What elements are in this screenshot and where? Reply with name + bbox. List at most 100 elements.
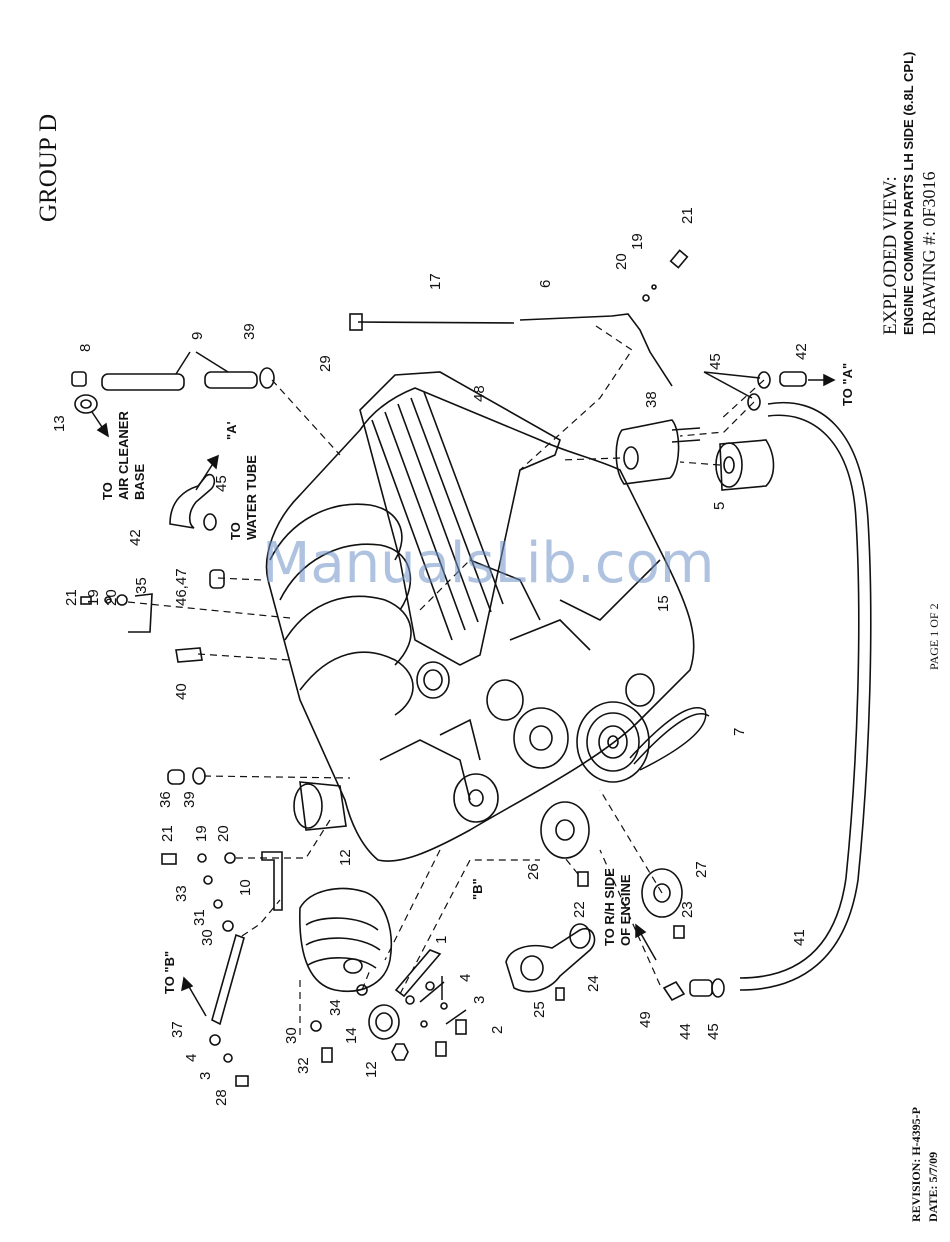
callout-17: 17: [427, 273, 444, 290]
hose-9b: [204, 371, 258, 389]
view-title: EXPLODED VIEW:: [880, 176, 901, 335]
callout-42-left: 42: [127, 529, 144, 546]
callout-49: 49: [637, 1011, 654, 1028]
tensioner-25: [505, 927, 596, 993]
dipstick-tube-6: [519, 313, 673, 387]
idler-pulley: [453, 773, 499, 823]
callout-12-nut: 12: [363, 1061, 380, 1078]
callout-38: 38: [643, 391, 660, 408]
callout-42-upper: 42: [793, 343, 810, 360]
to-water-tube-line1: TO: [228, 522, 243, 540]
callout-4-left: 4: [183, 1054, 200, 1062]
callout-25: 25: [531, 1001, 548, 1018]
callout-24: 24: [585, 975, 602, 992]
oil-filter-5: [719, 439, 775, 491]
bracket-10: [261, 851, 283, 911]
hose-42b: [169, 473, 216, 529]
callout-21-upper: 21: [679, 207, 696, 224]
fitting-44: [689, 979, 713, 997]
callout-15: 15: [655, 595, 672, 612]
callout-39-lower: 39: [181, 791, 198, 808]
page-number: PAGE 1 OF 2: [927, 603, 941, 670]
callout-41: 41: [791, 929, 808, 946]
to-rh-side-line2: OF ENGINE: [618, 874, 633, 946]
hose-42a: [779, 371, 807, 387]
valve-cover: [359, 371, 561, 666]
callout-28: 28: [213, 1089, 230, 1106]
callout-30-lower: 30: [283, 1027, 300, 1044]
to-a-label: TO "A": [840, 363, 855, 406]
view-subtitle: ENGINE COMMON PARTS LH SIDE (6.8L CPL): [901, 52, 916, 335]
callout-31: 31: [191, 909, 208, 926]
fitting-8: [71, 371, 87, 387]
annotation-labels: TO AIR CLEANER BASE TO WATER TUBE "A' TO…: [100, 363, 855, 994]
to-air-cleaner-line2: AIR CLEANER: [116, 411, 131, 500]
to-air-cleaner-line1: TO: [100, 482, 115, 500]
callout-14: 14: [343, 1027, 360, 1044]
callout-26: 26: [525, 863, 542, 880]
fitting-49: [662, 980, 686, 1002]
revision-date: DATE: 5/7/09: [926, 1152, 940, 1222]
callout-5: 5: [711, 502, 728, 510]
drawing-number: DRAWING #: 0F3016: [919, 171, 939, 335]
callout-3-right: 3: [471, 996, 488, 1004]
callout-21-lower: 21: [159, 825, 176, 842]
hose-41: [739, 401, 872, 991]
pulley-26: [540, 801, 590, 859]
idler-27: [641, 868, 683, 918]
callout-12-alternator: 12: [337, 849, 354, 866]
callout-27: 27: [693, 861, 710, 878]
callout-44: 44: [677, 1023, 694, 1040]
oil-filler-cap: [293, 783, 323, 829]
callout-45-left: 45: [213, 475, 230, 492]
reference-b: "B": [470, 878, 485, 900]
callout-13: 13: [51, 415, 68, 432]
watermark: ManualsLib.com: [262, 531, 714, 596]
callout-45-upper: 45: [707, 353, 724, 370]
to-water-tube-line2: WATER TUBE: [244, 455, 259, 540]
callout-20-lower: 20: [215, 825, 232, 842]
callout-23: 23: [679, 901, 696, 918]
callout-2: 2: [489, 1026, 506, 1034]
callout-36: 36: [157, 791, 174, 808]
callout-20-upper: 20: [613, 253, 630, 270]
revision: REVISION: H-4395-P: [909, 1107, 923, 1222]
callout-22: 22: [571, 901, 588, 918]
drive-belt: [629, 707, 710, 771]
callout-8: 8: [77, 344, 94, 352]
callout-45-lower: 45: [705, 1023, 722, 1040]
callout-9: 9: [189, 332, 206, 340]
part-46-47: [209, 569, 225, 589]
assembly-lines: [127, 325, 765, 1040]
callout-6: 6: [537, 280, 554, 288]
flow-arrows: [91, 351, 836, 1025]
callout-48: 48: [471, 385, 488, 402]
clamp-39b: [192, 767, 206, 785]
callout-19-upper: 19: [629, 233, 646, 250]
cap-36: [167, 769, 185, 785]
grommet-13: [74, 394, 98, 414]
part-callouts: 13 8 9 39 29 17 6 20 19 21 48 45 42 38 5…: [51, 207, 810, 1106]
bracket-1: [394, 949, 442, 998]
callout-7: 7: [731, 728, 748, 736]
callout-30-upper: 30: [199, 929, 216, 946]
engine-block-outline: [265, 387, 695, 862]
callout-1: 1: [433, 936, 450, 944]
reference-a-prime: "A': [224, 421, 239, 440]
to-air-cleaner-line3: BASE: [132, 464, 147, 500]
callout-39-upper: 39: [241, 323, 258, 340]
callout-21-middle: 21: [63, 589, 80, 606]
to-rh-side-line1: TO R/H SIDE: [602, 868, 617, 946]
intake-runner: [279, 543, 412, 611]
callout-37: 37: [169, 1021, 186, 1038]
callout-33: 33: [173, 885, 190, 902]
clamp-39a: [259, 367, 275, 389]
nut-12: [391, 1043, 409, 1061]
group-label: GROUP D: [35, 114, 62, 222]
callout-20-middle: 20: [103, 589, 120, 606]
thermostat-housing: [416, 661, 450, 699]
to-b-label: TO "B": [162, 951, 177, 994]
sensor-40: [175, 647, 203, 663]
callout-10: 10: [237, 879, 254, 896]
